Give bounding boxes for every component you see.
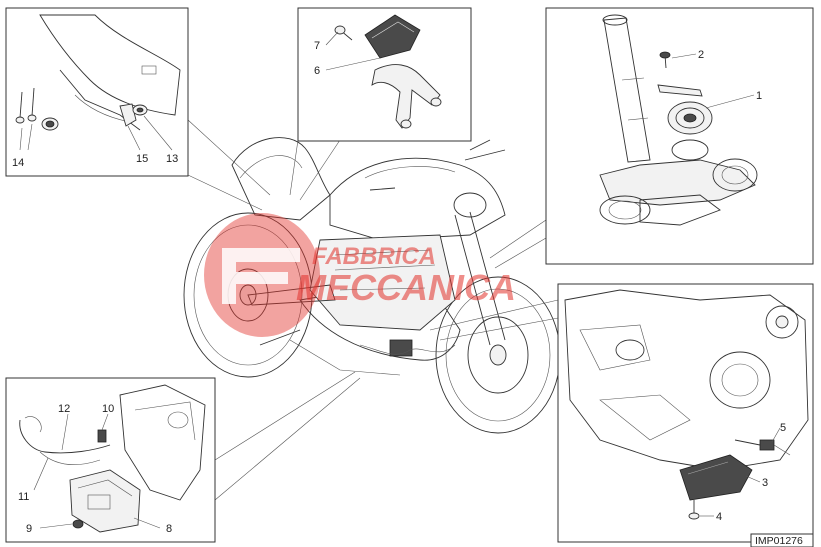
callout-7: 7 <box>314 40 320 52</box>
callout-4: 4 <box>716 511 722 523</box>
callout-14: 14 <box>12 157 24 169</box>
reference-code-box: IMP01276 <box>750 533 814 547</box>
callout-9: 9 <box>26 523 32 535</box>
panel-horn-steering: 2 1 <box>545 7 814 265</box>
panel-tail-section: 14 15 13 <box>5 7 189 177</box>
callout-12: 12 <box>58 403 70 415</box>
panel-bracket: 7 6 <box>297 7 472 142</box>
callout-8: 8 <box>166 523 172 535</box>
callout-3: 3 <box>762 477 768 489</box>
callout-6: 6 <box>314 65 320 77</box>
callout-1: 1 <box>756 90 762 102</box>
panel-leader-lines <box>187 119 559 501</box>
panel-engine-sensors: 5 3 4 <box>557 283 814 543</box>
motorcycle-illustration <box>183 137 561 434</box>
watermark: FABBRICA MECCANICA <box>204 213 516 337</box>
callout-2: 2 <box>698 49 704 61</box>
callout-10: 10 <box>102 403 114 415</box>
panel-control-unit: 10 12 11 8 9 <box>5 377 216 543</box>
watermark-line2: MECCANICA <box>296 267 516 308</box>
callout-5: 5 <box>780 422 786 434</box>
watermark-line1: FABBRICA <box>312 243 436 270</box>
callout-11: 11 <box>18 491 29 503</box>
callout-15: 15 <box>136 153 148 165</box>
callout-13: 13 <box>166 153 178 165</box>
reference-code: IMP01276 <box>755 535 803 547</box>
